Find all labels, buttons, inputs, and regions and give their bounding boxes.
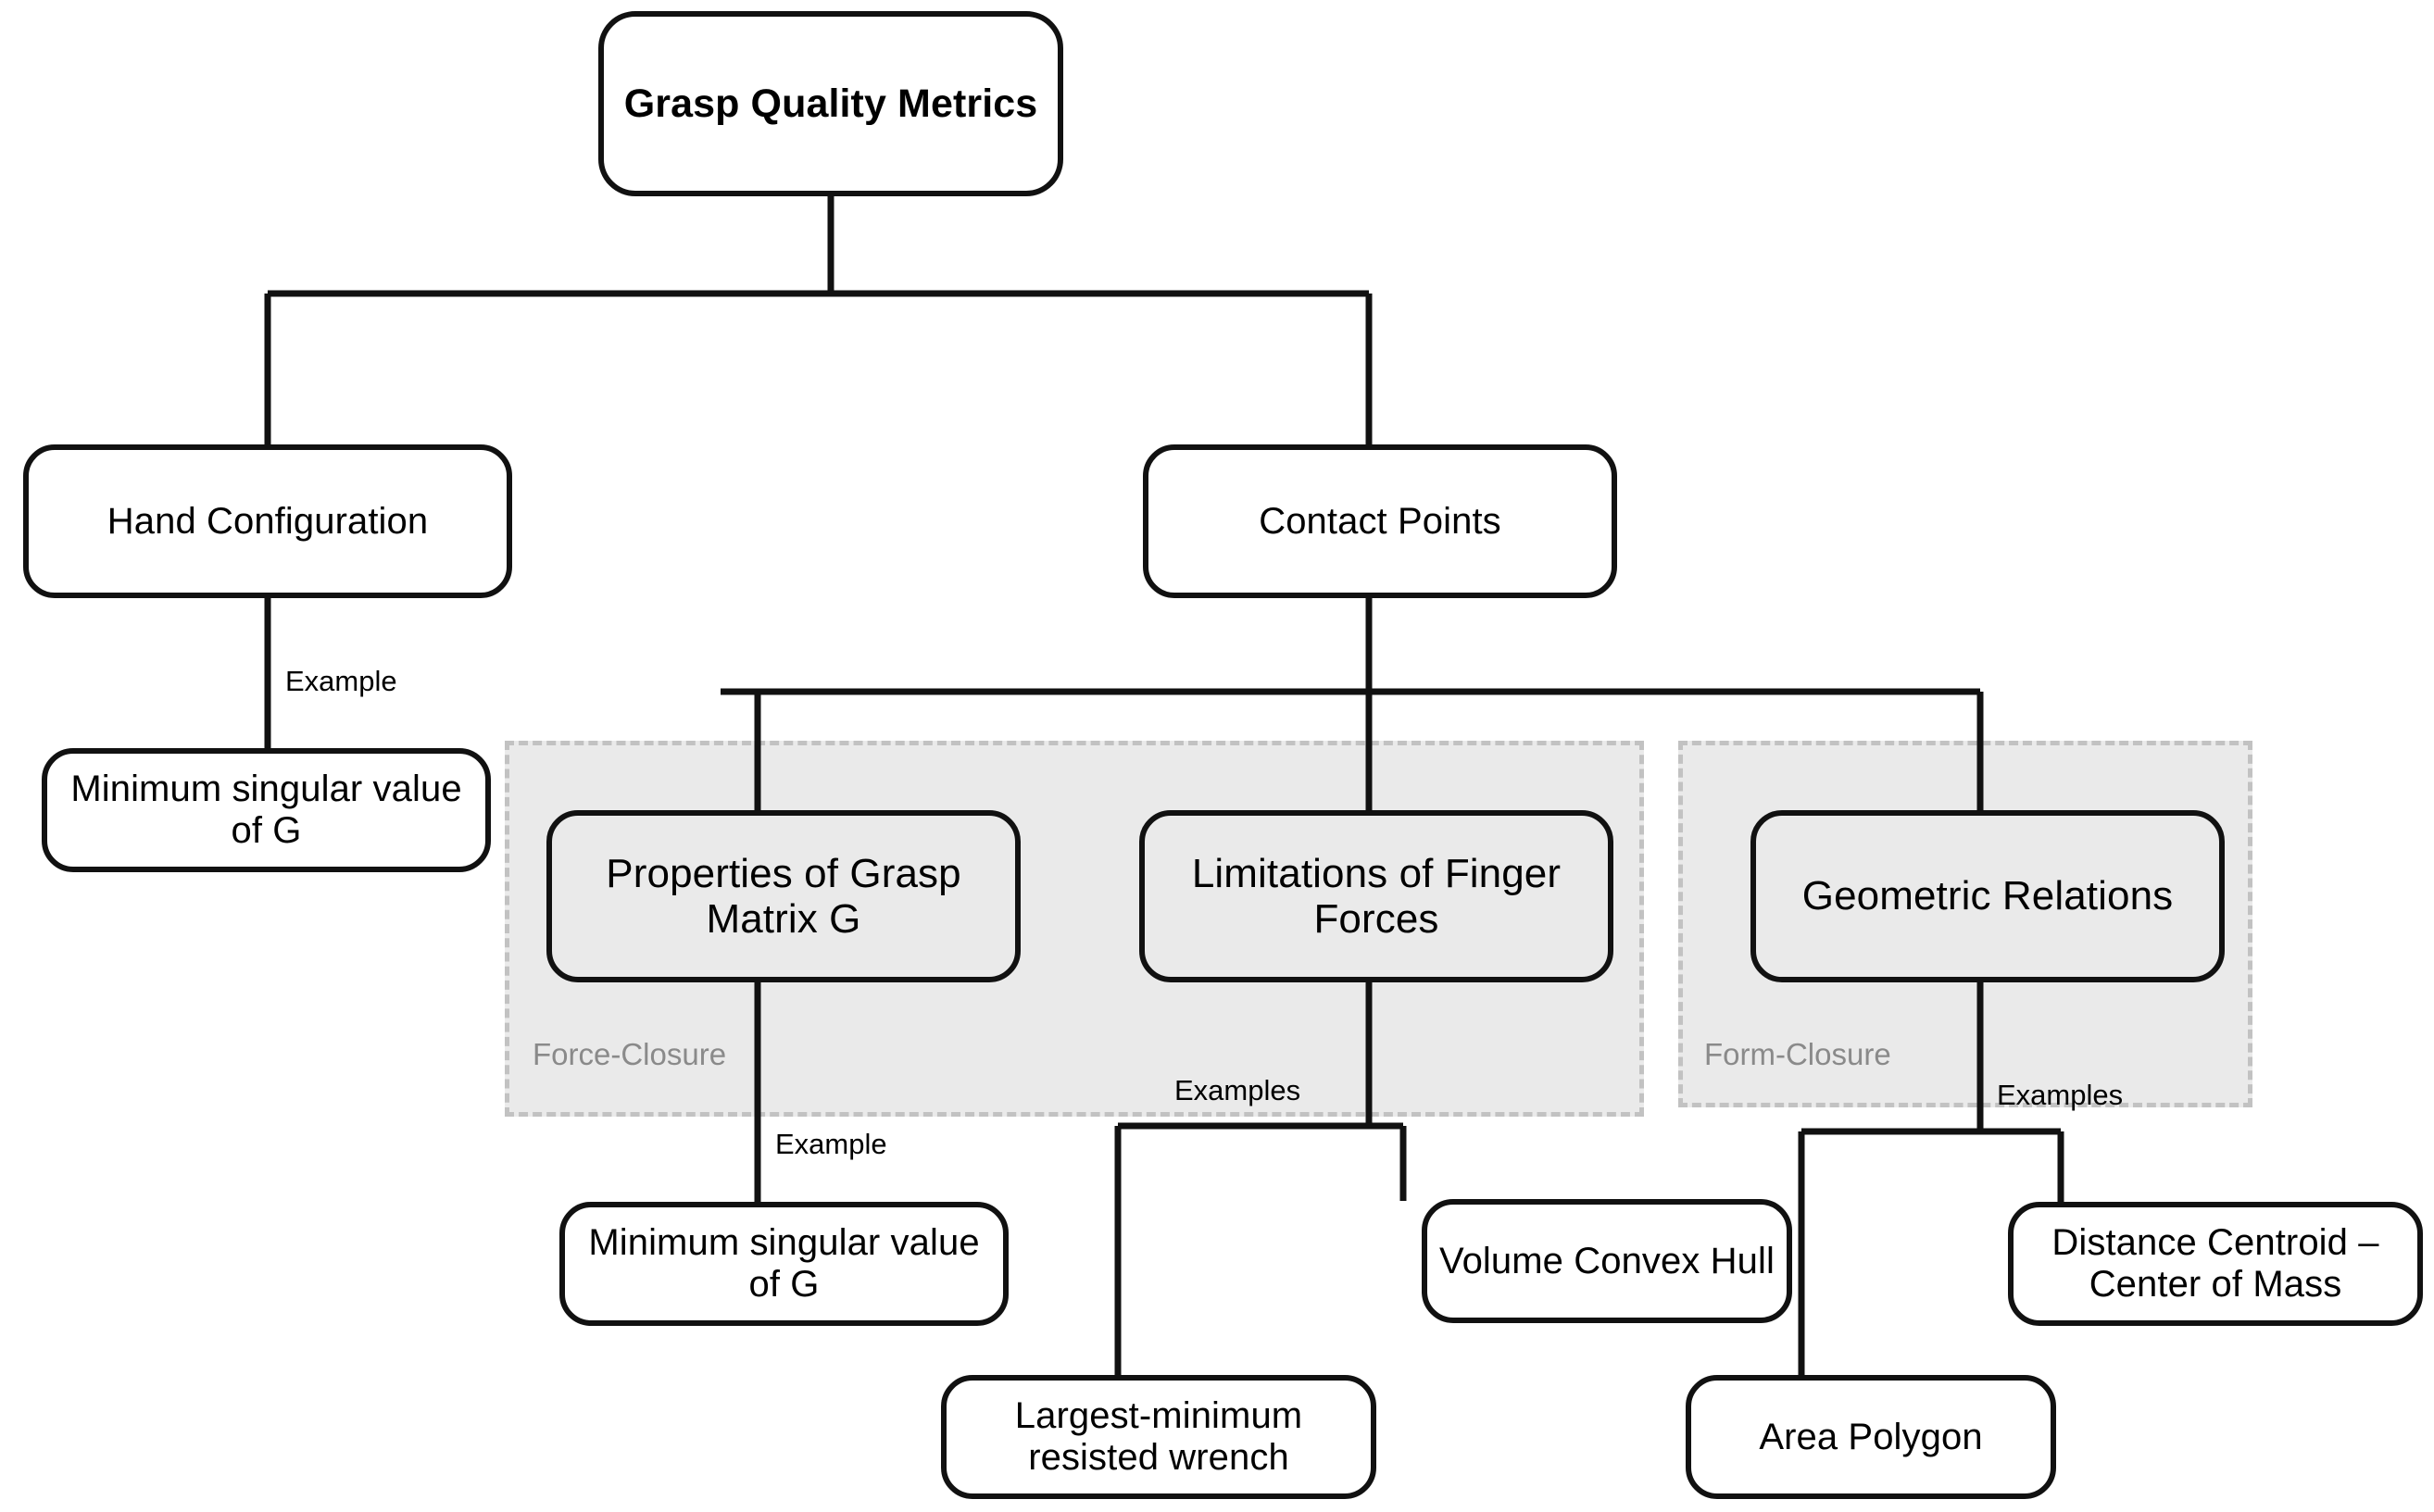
- group-form-closure: [1678, 741, 2252, 1107]
- node-minimum-singular-value-center[interactable]: Minimum singular value of G: [559, 1202, 1009, 1326]
- node-volume-convex-hull[interactable]: Volume Convex Hull: [1422, 1199, 1792, 1323]
- edge-label-example-left: Example: [285, 665, 397, 697]
- node-distance-centroid-center-of-mass[interactable]: Distance Centroid – Center of Mass: [2008, 1202, 2423, 1326]
- group-label-force-closure: Force-Closure: [533, 1037, 727, 1071]
- node-hand-configuration[interactable]: Hand Configuration: [23, 444, 512, 598]
- node-minimum-singular-value-left[interactable]: Minimum singular value of G: [42, 748, 491, 872]
- group-force-closure: [505, 741, 1644, 1117]
- node-limitations-of-finger-forces[interactable]: Limitations of Finger Forces: [1139, 810, 1613, 982]
- node-area-polygon[interactable]: Area Polygon: [1686, 1375, 2056, 1499]
- edge-label-examples-right: Examples: [1997, 1079, 2124, 1111]
- node-grasp-quality-metrics[interactable]: Grasp Quality Metrics: [598, 11, 1063, 196]
- edge-label-examples-middle: Examples: [1174, 1074, 1301, 1106]
- edge-label-example-center: Example: [775, 1128, 887, 1160]
- node-contact-points[interactable]: Contact Points: [1143, 444, 1617, 598]
- node-properties-of-grasp-matrix-g[interactable]: Properties of Grasp Matrix G: [546, 810, 1021, 982]
- node-largest-minimum-resisted-wrench[interactable]: Largest-minimum resisted wrench: [941, 1375, 1376, 1499]
- group-label-form-closure: Form-Closure: [1704, 1037, 1891, 1071]
- node-geometric-relations[interactable]: Geometric Relations: [1750, 810, 2225, 982]
